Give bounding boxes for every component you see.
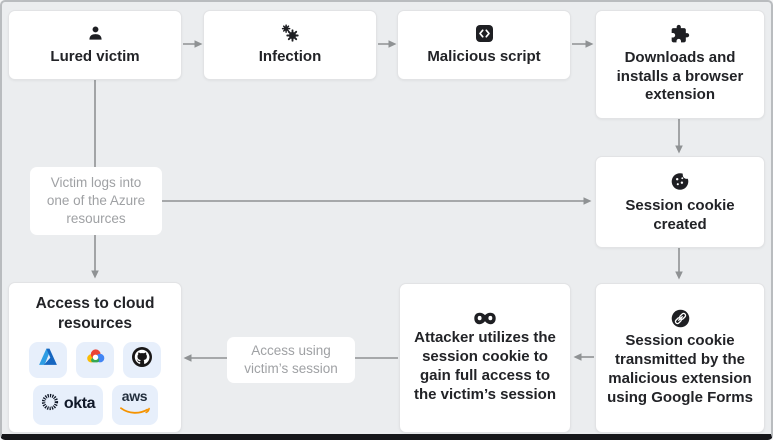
node-session-cookie-created: Session cookie created: [595, 156, 765, 248]
okta-tile: okta: [32, 384, 103, 425]
puzzle-icon: [670, 24, 690, 44]
node-label: Session cookie transmitted by the malici…: [607, 332, 753, 406]
node-label: Malicious script: [427, 47, 541, 65]
github-tile: [123, 341, 161, 378]
code-icon: [475, 24, 494, 43]
diagram-canvas: Lured victim: [2, 2, 771, 434]
person-icon: [86, 24, 105, 43]
node-attacker-session: Attacker utilizes the session cookie to …: [399, 283, 571, 433]
node-label: Session cookie created: [625, 196, 735, 233]
cloud-logo-tiles: okta aws: [29, 341, 161, 425]
okta-wordmark: okta: [63, 395, 96, 413]
edge-label-azure-login: Victim logs into one of the Azure resour…: [30, 167, 162, 235]
aws-smile-arrow: [119, 403, 151, 422]
node-label: Attacker utilizes the session cookie to …: [413, 329, 556, 403]
google-cloud-logo: [83, 345, 108, 375]
aws-tile: aws: [111, 384, 158, 425]
github-logo: [130, 345, 154, 375]
azure-tile: [29, 341, 67, 378]
node-malicious-script: Malicious script: [397, 10, 571, 80]
virus-icon: [280, 23, 300, 43]
node-label: Lured victim: [50, 47, 140, 65]
node-session-cookie-transmitted: Session cookie transmitted by the malici…: [595, 283, 765, 433]
cookie-icon: [669, 170, 691, 192]
edge-label-session-access: Access using victim’s session: [227, 337, 355, 383]
node-lured-victim: Lured victim: [8, 10, 182, 80]
link-icon: [670, 308, 691, 329]
mask-icon: [472, 311, 498, 326]
node-label: Access to cloud resources: [35, 295, 155, 332]
azure-logo: [36, 345, 60, 375]
okta-logo: [40, 392, 60, 418]
aws-wordmark: aws: [121, 388, 148, 405]
node-cloud-access: Access to cloud resources: [8, 282, 182, 433]
node-browser-extension: Downloads and installs a browser extensi…: [595, 10, 765, 119]
node-label: Downloads and installs a browser extensi…: [616, 48, 744, 104]
node-infection: Infection: [203, 10, 377, 80]
google-cloud-tile: [76, 341, 114, 378]
edge-label-text: Victim logs into one of the Azure resour…: [46, 175, 146, 226]
node-label: Infection: [258, 48, 322, 66]
edge-label-text: Access using victim’s session: [244, 343, 338, 376]
